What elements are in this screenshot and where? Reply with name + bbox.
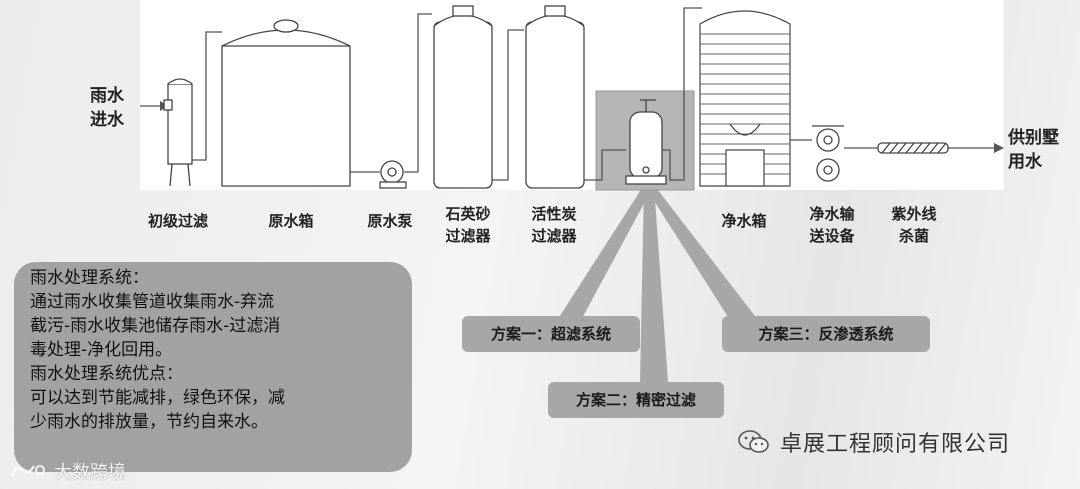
inlet-label-line: 进水	[90, 110, 124, 130]
stage-label-line: 石英砂	[445, 205, 491, 223]
stage-label-activated-carbon-filter: 活性炭 过滤器	[522, 203, 586, 247]
callout-wedge-option-1	[556, 185, 654, 322]
stage-label-primary-filter: 初级过滤	[140, 210, 216, 232]
watermark: 大数跨境	[8, 458, 126, 484]
raw-water-tank-drawing	[221, 19, 351, 187]
wechat-icon	[738, 430, 769, 453]
description-line: 少雨水的排放量，节约自来水。	[30, 412, 268, 432]
option-reverse-osmosis: 方案三：反渗透系统	[722, 316, 930, 352]
activated-carbon-filter-drawing	[525, 5, 585, 189]
delivery-pump-drawing	[812, 125, 844, 182]
description-line: 雨水处理系统：	[30, 268, 149, 288]
raw-water-pump-drawing	[379, 160, 407, 189]
description-box: 雨水处理系统： 通过雨水收集管道收集雨水-弃流 截污-雨水收集池储存雨水-过滤消…	[14, 262, 412, 472]
stage-label-delivery-pump: 净水输 送设备	[800, 203, 864, 247]
stage-label-line: 净水箱	[721, 212, 767, 230]
option-ultrafiltration: 方案一：超滤系统	[462, 316, 640, 352]
outlet-label-line: 用水	[1008, 152, 1042, 172]
quartz-sand-filter-drawing	[433, 5, 493, 189]
outlet-arrow-icon	[994, 143, 1004, 153]
stage-label-line: 杀菌	[898, 227, 929, 245]
clean-water-tank-drawing	[699, 10, 791, 187]
primary-filter-drawing	[163, 78, 193, 187]
stage-label-line: 原水泵	[367, 212, 413, 230]
inlet-label-line: 雨水	[90, 86, 124, 106]
brand-name: 卓展工程顾问有限公司	[780, 432, 1011, 457]
option-precision-filtration: 方案二：精密过滤	[548, 382, 724, 418]
outlet-label: 供别墅 用水	[1008, 126, 1059, 174]
stage-label-uv-sterilizer: 紫外线 杀菌	[882, 203, 946, 247]
inlet-label: 雨水 进水	[90, 84, 124, 132]
description-line: 雨水处理系统优点：	[30, 364, 183, 384]
stage-label-line: 初级过滤	[147, 212, 208, 230]
description-line: 通过雨水收集管道收集雨水-弃流	[30, 292, 275, 312]
callout-wedge-option-2	[640, 185, 668, 382]
stage-label-line: 净水输	[809, 205, 855, 223]
watermark-text: 大数跨境	[54, 462, 126, 483]
stage-label-line: 送设备	[809, 227, 855, 245]
description-line: 可以达到节能减排，绿色环保，减	[30, 388, 285, 408]
uv-sterilizer-drawing	[877, 142, 949, 154]
outlet-label-line: 供别墅	[1008, 128, 1059, 148]
stage-label-line: 过滤器	[445, 227, 491, 245]
stage-label-quartz-sand-filter: 石英砂 过滤器	[436, 203, 500, 247]
stage-label-line: 过滤器	[531, 227, 577, 245]
stage-label-line: 原水箱	[268, 212, 314, 230]
stage-label-line: 活性炭	[531, 205, 577, 223]
brand: 卓展工程顾问有限公司	[738, 426, 1010, 458]
description-line: 截污-雨水收集池储存雨水-过滤消	[30, 316, 281, 336]
pipework	[140, 7, 1000, 181]
callout-wedge-option-3	[644, 185, 758, 320]
watermark-logo-icon	[10, 465, 45, 477]
stage-label-clean-water-tank: 净水箱	[712, 210, 776, 232]
stage-label-raw-water-pump: 原水泵	[358, 210, 422, 232]
stage-label-raw-water-tank: 原水箱	[256, 210, 326, 232]
description-line: 毒处理-净化回用。	[30, 340, 173, 360]
stage-label-line: 紫外线	[891, 205, 937, 223]
precision-filter-drawing	[625, 99, 667, 185]
